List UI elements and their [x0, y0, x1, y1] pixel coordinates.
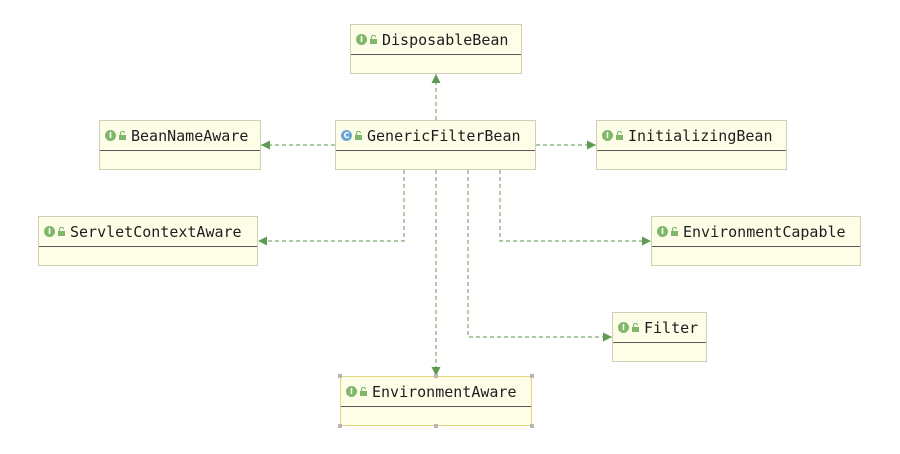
node-members-section	[100, 151, 260, 169]
node-environment-aware[interactable]: I EnvironmentAware	[340, 376, 532, 426]
edge-generic-filter-bean-to-filter[interactable]	[467, 170, 612, 342]
node-members-section	[336, 151, 535, 169]
node-header: I InitializingBean	[597, 121, 786, 151]
node-title: ServletContextAware	[70, 222, 242, 241]
public-visibility-icon	[119, 131, 126, 140]
edge-generic-filter-bean-to-environment-capable[interactable]	[499, 170, 651, 246]
node-servlet-context-aware[interactable]: I ServletContextAware	[38, 216, 258, 266]
node-generic-filter-bean[interactable]: C GenericFilterBean	[335, 120, 536, 170]
selection-handle[interactable]	[434, 424, 438, 428]
node-members-section	[351, 55, 521, 73]
node-disposable-bean[interactable]: I DisposableBean	[350, 24, 522, 74]
node-header: C GenericFilterBean	[336, 121, 535, 151]
public-visibility-icon	[671, 227, 678, 236]
node-members-section	[341, 407, 531, 425]
node-header: I ServletContextAware	[39, 217, 257, 247]
selection-handle[interactable]	[338, 424, 342, 428]
node-initializing-bean[interactable]: I InitializingBean	[596, 120, 787, 170]
edge-generic-filter-bean-to-servlet-context-aware[interactable]	[258, 170, 405, 246]
selection-handle[interactable]	[338, 374, 342, 378]
node-environment-capable[interactable]: I EnvironmentCapable	[651, 216, 861, 266]
node-title: EnvironmentAware	[372, 382, 517, 401]
node-header: I EnvironmentAware	[341, 377, 531, 407]
node-title: Filter	[644, 318, 699, 337]
edge-generic-filter-bean-to-bean-name-aware[interactable]	[261, 140, 335, 150]
arrowhead	[431, 367, 441, 376]
node-title: EnvironmentCapable	[683, 222, 846, 241]
interface-icon: I	[346, 386, 357, 397]
public-visibility-icon	[370, 35, 377, 44]
arrowhead	[603, 332, 612, 342]
interface-icon: I	[356, 34, 367, 45]
arrowhead	[261, 140, 270, 150]
node-header: I BeanNameAware	[100, 121, 260, 151]
node-members-section	[613, 343, 706, 361]
selection-handle[interactable]	[434, 374, 438, 378]
node-title: DisposableBean	[382, 30, 509, 49]
public-visibility-icon	[616, 131, 623, 140]
node-header: I EnvironmentCapable	[652, 217, 860, 247]
interface-icon: I	[44, 226, 55, 237]
interface-icon: I	[657, 226, 668, 237]
node-bean-name-aware[interactable]: I BeanNameAware	[99, 120, 261, 170]
public-visibility-icon	[58, 227, 65, 236]
node-filter[interactable]: I Filter	[612, 312, 707, 362]
node-members-section	[597, 151, 786, 169]
selection-handle[interactable]	[530, 424, 534, 428]
node-header: I Filter	[613, 313, 706, 343]
node-title: InitializingBean	[628, 126, 773, 145]
node-title: BeanNameAware	[131, 126, 249, 145]
arrowhead	[258, 236, 267, 246]
edge-generic-filter-bean-to-environment-aware[interactable]	[431, 170, 441, 376]
node-members-section	[652, 247, 860, 265]
edge-generic-filter-bean-to-disposable-bean[interactable]	[431, 74, 441, 120]
public-visibility-icon	[355, 131, 362, 140]
edge-generic-filter-bean-to-initializing-bean[interactable]	[536, 140, 596, 150]
public-visibility-icon	[360, 387, 367, 396]
interface-icon: I	[105, 130, 116, 141]
node-header: I DisposableBean	[351, 25, 521, 55]
arrowhead	[431, 74, 441, 83]
node-title: GenericFilterBean	[367, 126, 521, 145]
interface-icon: I	[602, 130, 613, 141]
abstract-class-icon: C	[341, 130, 352, 141]
interface-icon: I	[618, 322, 629, 333]
node-members-section	[39, 247, 257, 265]
arrowhead	[642, 236, 651, 246]
public-visibility-icon	[632, 323, 639, 332]
arrowhead	[587, 140, 596, 150]
selection-handle[interactable]	[530, 374, 534, 378]
